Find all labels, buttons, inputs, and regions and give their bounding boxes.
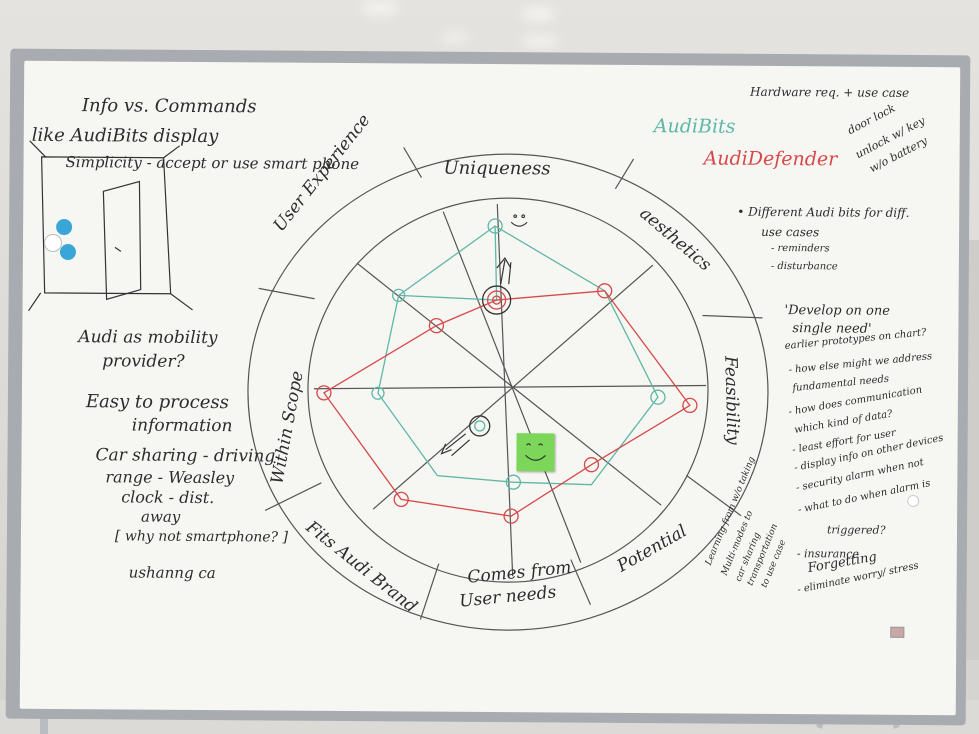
ceiling-light [360, 2, 400, 14]
ceiling-light [520, 8, 556, 20]
arrow-marks [440, 257, 512, 457]
teal-spoke [398, 226, 498, 301]
outer-ring [247, 153, 769, 631]
axis-line [496, 204, 514, 577]
note-text: - disturbance [770, 260, 838, 273]
note-text: use cases [761, 224, 820, 240]
ceiling-light [440, 34, 470, 42]
ring-divider [702, 314, 763, 319]
note-text: 'Develop on one [784, 303, 890, 319]
ring-divider [686, 474, 742, 517]
smiley-face [525, 443, 546, 461]
note-text: away [141, 507, 181, 526]
note-text: • Different Audi bits for diff. [737, 204, 910, 220]
note-text: information [131, 415, 233, 437]
note-text: provider? [102, 351, 185, 372]
note-text: clock - dist. [121, 487, 215, 508]
note-text: triggered? [826, 523, 886, 537]
note-text: ushanng ca [128, 563, 216, 583]
magnet [56, 218, 73, 236]
ring-divider [258, 287, 315, 300]
teal-profile [377, 225, 659, 486]
sticky-note [516, 433, 555, 472]
ring-label: Feasibility [720, 355, 743, 446]
ceiling-light [520, 36, 560, 46]
ring-divider [614, 158, 635, 190]
profile-markers [316, 218, 698, 524]
note-text: like AudiBits display [31, 124, 219, 148]
note-text: Audi as mobility [78, 327, 218, 349]
note-text: Car sharing - driving [95, 445, 276, 467]
smiley-face [510, 214, 528, 227]
red-profile [323, 290, 691, 517]
door-sketch [28, 140, 193, 312]
ring-divider [570, 559, 592, 605]
evaluation-wheel-drawing [28, 140, 769, 631]
note-text: Easy to process [85, 391, 229, 414]
axis-line [356, 262, 662, 506]
ring-divider [403, 147, 422, 178]
whiteboard: Info vs. Commands like AudiBits display … [19, 60, 961, 716]
note-text: Info vs. Commands [81, 95, 257, 118]
note-text: range - Weasley [105, 467, 235, 488]
note-text: AudiBits [653, 115, 736, 138]
note-text: [ why not smartphone? ] [114, 528, 289, 546]
magnet [907, 494, 920, 507]
inner-ring [307, 197, 709, 583]
ring-divider [419, 563, 440, 620]
magnet [59, 243, 76, 261]
ring-label: Uniqueness [443, 157, 551, 180]
note-text: - reminders [770, 242, 830, 255]
brand-sticker [890, 626, 905, 638]
axis-line [442, 211, 582, 563]
ring-divider [264, 482, 322, 511]
note-text: AudiDefender [703, 147, 838, 171]
note-text: Hardware req. + use case [750, 84, 910, 100]
